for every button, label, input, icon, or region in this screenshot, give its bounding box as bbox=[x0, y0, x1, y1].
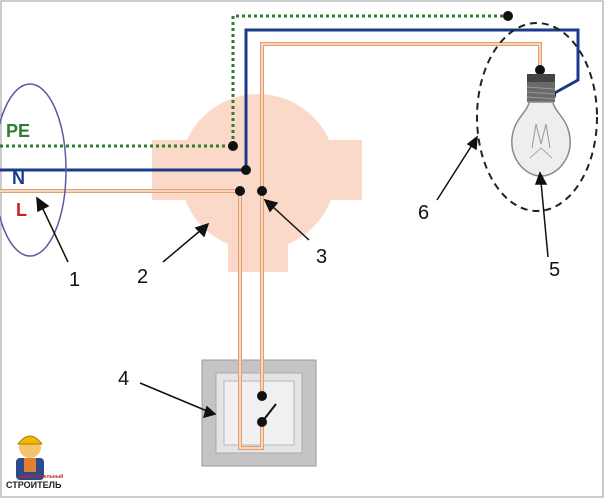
callout-6: 6 bbox=[418, 202, 429, 224]
callout-arrows bbox=[36, 135, 549, 419]
lamp-zone-ellipse bbox=[476, 22, 598, 212]
light-switch bbox=[201, 359, 317, 467]
l-wire bbox=[0, 42, 542, 450]
pe-wire bbox=[0, 14, 508, 148]
supply-ellipse bbox=[0, 83, 67, 257]
callout-5: 5 bbox=[549, 259, 560, 281]
pe-label: PE bbox=[6, 121, 30, 141]
callout-2: 2 bbox=[137, 266, 148, 288]
l-label: L bbox=[16, 200, 27, 220]
callout-4: 4 bbox=[118, 368, 129, 390]
light-bulb bbox=[511, 74, 571, 177]
builder-logo: СТРОИТЕЛЬ самостоятельный bbox=[6, 435, 63, 490]
n-label: N bbox=[12, 168, 25, 188]
logo-text: СТРОИТЕЛЬ bbox=[6, 480, 62, 490]
logo-small-text: самостоятельный bbox=[18, 473, 63, 480]
callout-3: 3 bbox=[316, 246, 327, 268]
n-wire bbox=[0, 28, 580, 172]
callout-1: 1 bbox=[69, 269, 80, 291]
switch-contact bbox=[261, 403, 277, 423]
